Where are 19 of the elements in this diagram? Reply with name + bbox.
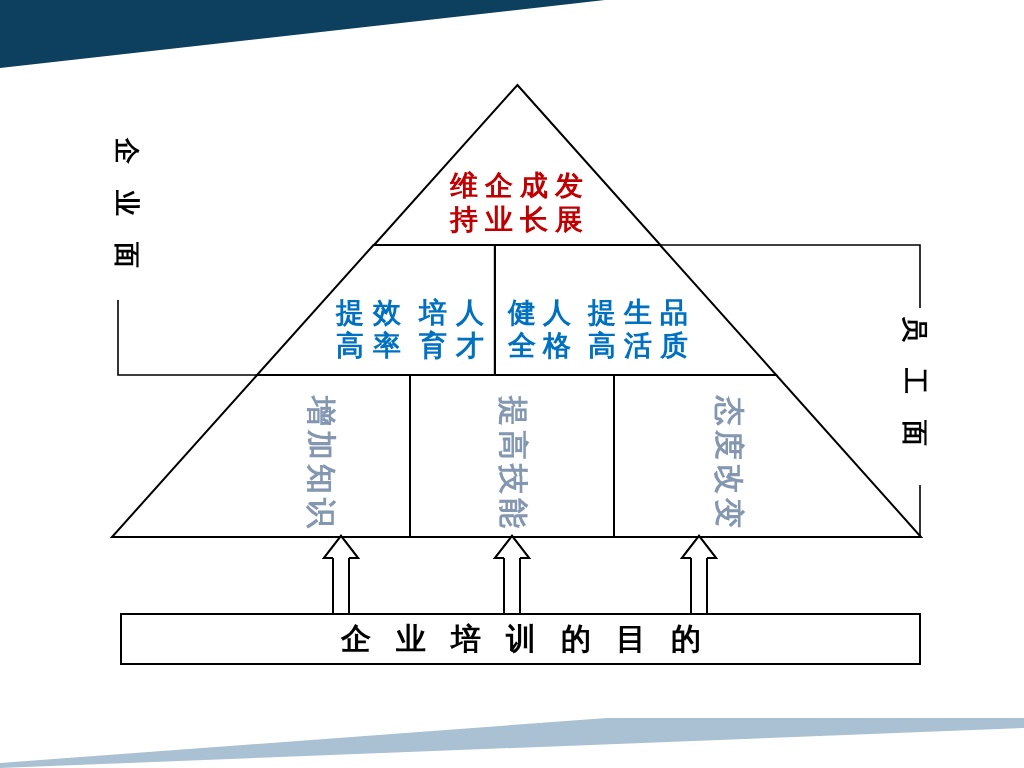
hollow-arrow	[321, 534, 361, 615]
objective-text: 培育人才	[417, 296, 486, 362]
objective-text: 提高效率	[334, 296, 403, 362]
hollow-arrow	[679, 534, 719, 615]
hollow-arrow	[492, 534, 532, 615]
side-label: 员工面	[900, 316, 930, 446]
pyramid-middle-section	[257, 245, 495, 375]
outcome-text: 提高技能	[497, 396, 529, 528]
pyramid-middle-section	[495, 245, 777, 375]
pyramid-base-section	[112, 375, 410, 537]
objective-text: 提高生活品质	[586, 296, 689, 362]
pyramid-apex-section	[373, 85, 660, 245]
goal-text: 维持企业成长发展	[448, 169, 585, 237]
side-label: 企业面	[112, 138, 142, 268]
outcome-text: 态度改变	[713, 396, 745, 528]
objective-text: 健全人格	[506, 296, 572, 362]
purpose-box	[120, 613, 921, 665]
purpose-text: 企业培训的目的	[340, 621, 726, 657]
outcome-text: 增加知识	[305, 396, 337, 528]
